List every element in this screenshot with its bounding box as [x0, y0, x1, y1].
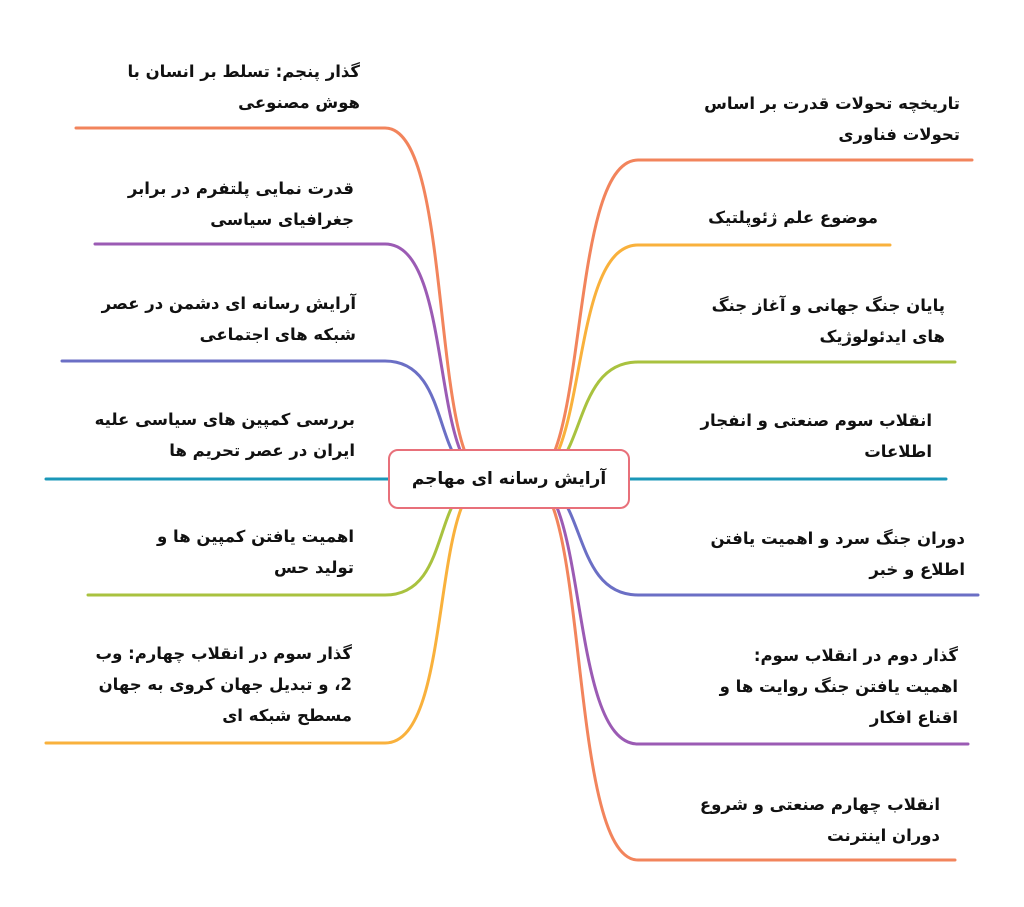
node-line: 2، و تبدیل جهان کروی به جهان [98, 675, 352, 694]
node-line: انقلاب چهارم صنعتی و شروع [699, 795, 940, 814]
node-line: تحولات فناوری [838, 125, 960, 144]
node-line: دوران جنگ سرد و اهمیت یافتن [710, 529, 965, 548]
node-line: جغرافیای سیاسی [210, 210, 354, 229]
node-third-revolution: انقلاب سوم صنعتی و انفجار اطلاعات [640, 405, 932, 467]
node-campaigns-iran: بررسی کمپین های سیاسی علیه ایران در عصر … [40, 404, 355, 466]
node-line: اهمیت یافتن جنگ روایت ها و [719, 677, 958, 696]
central-topic-label: آرایش رسانه ای مهاجم [411, 469, 607, 489]
node-third-transition: گذار سوم در انقلاب چهارم: وب 2، و تبدیل … [40, 638, 352, 731]
node-line: پایان جنگ جهانی و آغاز جنگ [711, 296, 945, 315]
node-line: های ایدئولوژیک [819, 327, 945, 346]
node-line: انقلاب سوم صنعتی و انفجار [700, 411, 932, 430]
node-power-history: تاریخچه تحولات قدرت بر اساس تحولات فناور… [640, 88, 960, 150]
node-line: اطلاع و خبر [869, 560, 965, 579]
node-fourth-revolution: انقلاب چهارم صنعتی و شروع دوران اینترنت [640, 789, 940, 851]
node-line: اقناع افکار [869, 708, 958, 727]
node-line: گذار دوم در انقلاب سوم: [753, 646, 958, 665]
node-line: ایران در عصر تحریم ها [169, 441, 355, 460]
node-campaign-importance: اهمیت یافتن کمپین ها و تولید حس [60, 521, 354, 583]
node-line: موضوع علم ژئوپلتیک [708, 208, 878, 227]
node-line: دوران اینترنت [827, 826, 940, 845]
central-topic: آرایش رسانه ای مهاجم [388, 449, 630, 509]
node-line: اطلاعات [864, 442, 932, 461]
node-line: بررسی کمپین های سیاسی علیه [94, 410, 355, 429]
node-platform-power: قدرت نمایی پلتفرم در برابر جغرافیای سیاس… [60, 173, 354, 235]
node-line: تولید حس [274, 558, 354, 577]
node-line: آرایش رسانه ای دشمن در عصر [101, 294, 356, 313]
node-line: گذار پنجم: تسلط بر انسان با [127, 62, 360, 81]
node-geopolitics-subject: موضوع علم ژئوپلتیک [640, 202, 878, 233]
node-second-transition: گذار دوم در انقلاب سوم: اهمیت یافتن جنگ … [640, 640, 958, 733]
node-world-war-end: پایان جنگ جهانی و آغاز جنگ های ایدئولوژی… [640, 290, 945, 352]
node-enemy-media: آرایش رسانه ای دشمن در عصر شبکه های اجتم… [60, 288, 356, 350]
node-line: قدرت نمایی پلتفرم در برابر [127, 179, 354, 198]
node-line: مسطح شبکه ای [222, 706, 352, 725]
node-fifth-transition: گذار پنجم: تسلط بر انسان با هوش مصنوعی [60, 56, 360, 118]
node-line: هوش مصنوعی [238, 93, 360, 112]
node-line: شبکه های اجتماعی [199, 325, 356, 344]
node-line: تاریخچه تحولات قدرت بر اساس [704, 94, 960, 113]
node-line: گذار سوم در انقلاب چهارم: وب [95, 644, 352, 663]
node-line: اهمیت یافتن کمپین ها و [157, 527, 354, 546]
node-cold-war: دوران جنگ سرد و اهمیت یافتن اطلاع و خبر [640, 523, 965, 585]
